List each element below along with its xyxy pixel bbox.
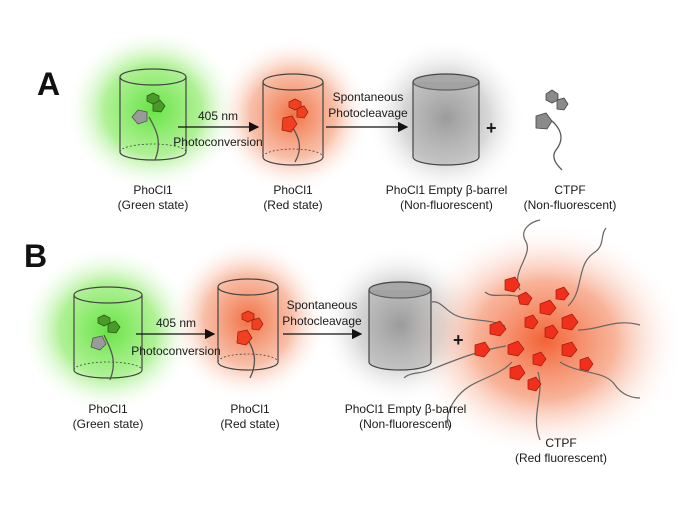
caption-line2: (Green state): [117, 198, 189, 212]
caption-green-state-b: PhoCl1 (Green state): [48, 402, 168, 432]
ctpf-red-pentagon-2: [517, 291, 533, 306]
caption-line2: (Non-fluorescent): [400, 198, 493, 212]
ctpf-red-cluster-b: [403, 219, 641, 441]
chromophore-red-hexagon: [288, 98, 302, 111]
chromophore-red-pentagon-small: [296, 105, 309, 119]
caption-line1: PhoCl1 Empty β-barrel: [344, 402, 467, 416]
ctpf-red-pentagon-5: [561, 313, 579, 331]
caption-line1: PhoCl1: [230, 402, 270, 416]
arrow1-bottom-label-a: Photoconversion: [173, 135, 263, 149]
barrel-green-b: [73, 286, 143, 381]
caption-empty-barrel-a: PhoCl1 Empty β-barrel (Non-fluorescent): [374, 183, 519, 213]
chromophore-green-hexagon-b: [97, 314, 111, 327]
arrow2-bottom-label-a: Photocleavage: [328, 106, 408, 120]
ctpf-red-pentagon-6: [544, 324, 559, 340]
ctpf-red-pentagon-14: [579, 356, 594, 372]
caption-line1: CTPF: [554, 183, 586, 197]
chromophore-red-pentagon: [281, 115, 298, 133]
barrel-red-a: [262, 73, 324, 166]
ctpf-red-pentagon-4: [555, 286, 570, 301]
caption-red-state-a: PhoCl1 (Red state): [233, 183, 353, 213]
caption-line2: (Red state): [263, 198, 323, 212]
barrel-empty-b: [368, 281, 432, 371]
red-glow-a: [215, 37, 371, 193]
ctpf-red-pentagon-7: [561, 341, 578, 358]
panel-b: [20, 219, 685, 458]
ctpf-hexagon-gray: [545, 89, 559, 104]
barrel-red-b: [217, 278, 279, 379]
panel-letter-b: B: [24, 238, 48, 274]
ctpf-red-pentagon-11: [474, 341, 491, 358]
caption-line2: (Non-fluorescent): [523, 198, 617, 212]
chromophore-red-pentagon-small-b: [251, 317, 264, 331]
arrow1-top-label-b: 405 nm: [155, 316, 197, 330]
ctpf-red-pentagon-15: [524, 314, 539, 330]
caption-green-state-a: PhoCl1 (Green state): [93, 183, 213, 213]
arrow2-top-label-b: Spontaneous: [286, 298, 358, 312]
arrow2-bottom-label-b: Photocleavage: [282, 314, 362, 328]
plus-sign-a: +: [486, 118, 497, 138]
chromophore-red-hexagon-b: [241, 310, 255, 323]
arrow1-top-label-a: 405 nm: [197, 109, 239, 123]
gray-glow-a: [366, 38, 526, 198]
ctpf-red-pentagon-1: [504, 276, 521, 293]
chromophore-green-hexagon: [146, 92, 160, 105]
caption-ctpf-a: CTPF (Non-fluorescent): [510, 183, 630, 213]
barrel-green-a: [119, 68, 187, 161]
arrow2-top-label-a: Spontaneous: [332, 90, 404, 104]
ctpf-pentagon-gray: [556, 97, 569, 111]
caption-line1: PhoCl1: [133, 183, 173, 197]
chromophore-red-pentagon-b: [236, 329, 253, 346]
caption-line1: PhoCl1: [88, 402, 128, 416]
ctpf-red-pentagon-10: [489, 320, 507, 337]
caption-line1: CTPF: [545, 436, 577, 450]
ctpf-red-pentagon-13: [527, 376, 542, 392]
caption-line2: (Green state): [72, 417, 144, 431]
panel-a: [65, 28, 569, 198]
ctpf-red-pentagon-9: [507, 340, 525, 357]
barrel-empty-a: [412, 73, 480, 166]
chromophore-gray-pentagon: [131, 109, 148, 125]
caption-ctpf-b: CTPF (Red fluorescent): [501, 436, 621, 466]
caption-red-state-b: PhoCl1 (Red state): [190, 402, 310, 432]
caption-line2: (Red state): [220, 417, 280, 431]
arrow1-bottom-label-b: Photoconversion: [131, 344, 221, 358]
caption-line1: PhoCl1 Empty β-barrel: [385, 183, 508, 197]
ctpf-red-pentagon-3: [539, 299, 557, 316]
ctpf-red-pentagon-8: [532, 351, 547, 367]
caption-line2: (Red fluorescent): [514, 451, 608, 465]
caption-line1: PhoCl1: [273, 183, 313, 197]
chromophore-green-pentagon-b: [107, 320, 121, 334]
ctpf-pentagon-gray-large: [535, 112, 553, 130]
caption-empty-barrel-b: PhoCl1 Empty β-barrel (Non-fluorescent): [333, 402, 478, 432]
chromophore-gray-pentagon-b: [90, 335, 107, 351]
plus-sign-b: +: [453, 330, 464, 350]
caption-line2: (Non-fluorescent): [359, 417, 452, 431]
ctpf-gray-a: [535, 89, 569, 171]
ctpf-red-pentagon-12: [509, 364, 526, 381]
red-glow-big-b: [405, 222, 685, 458]
panel-letter-a: A: [37, 66, 61, 102]
